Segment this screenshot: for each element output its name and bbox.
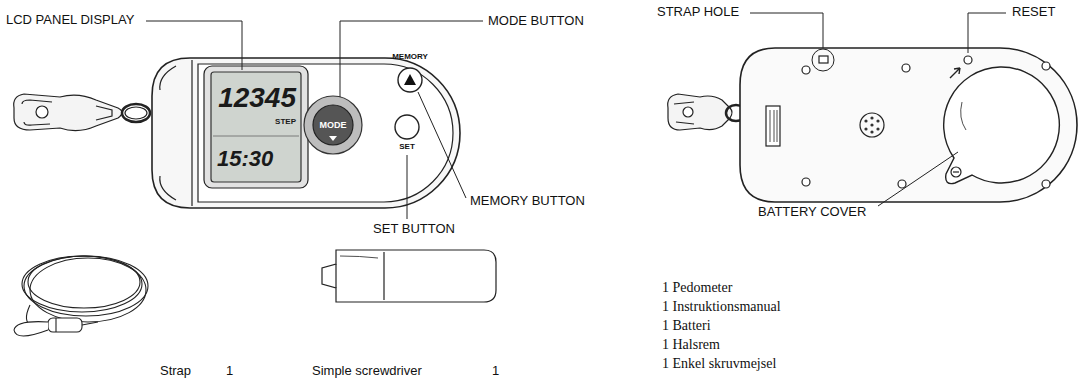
button-print: SET [399, 142, 415, 151]
accessory-name: Strap [160, 364, 191, 379]
front-housing [152, 58, 460, 208]
button-label: MODE [320, 121, 347, 130]
contents-item: 1 Instruktionsmanual [662, 299, 781, 315]
key-clip [668, 94, 746, 130]
step-count: 12345 [218, 84, 296, 112]
strap-hole [819, 56, 828, 63]
battery-cover [944, 67, 1060, 184]
part-name: MEMORY BUTTON [470, 194, 585, 209]
contents-item: 1 Halsrem [662, 337, 720, 353]
part-name: MODE BUTTON [488, 14, 584, 29]
part-name: SET BUTTON [373, 222, 455, 237]
set-button [395, 115, 419, 139]
quantity: 1 [492, 364, 499, 379]
strap [14, 256, 148, 336]
contents-item: 1 Pedometer [662, 280, 732, 296]
key-clip [14, 94, 150, 131]
lcd-window [211, 72, 301, 182]
mode-ring [304, 96, 362, 154]
lcd-display: 12345STEP 15:30 [211, 72, 301, 182]
unit-label: STEP [275, 118, 296, 126]
part-name: STRAP HOLE [657, 5, 739, 20]
mode-button [313, 105, 353, 145]
contents-item: 1 Enkel skruvmejsel [662, 356, 776, 372]
memory-button [398, 68, 422, 92]
part-name: LCD PANEL DISPLAY [6, 13, 134, 28]
clock-time: 15:30 [217, 148, 273, 170]
leader-lines [146, 21, 483, 219]
speaker-grille [860, 113, 884, 137]
back-housing [740, 48, 1077, 202]
mode-button-face: MODE [313, 105, 353, 145]
reset-hole [964, 56, 972, 64]
quantity: 1 [226, 364, 233, 379]
leader-lines [750, 13, 1006, 206]
button-print: MEMORY [392, 52, 428, 61]
lcd-bezel [204, 66, 308, 188]
part-name: RESET [1012, 5, 1055, 20]
screwdriver [322, 250, 496, 302]
accessory-name: Simple screwdriver [312, 364, 422, 379]
contents-item: 1 Batteri [662, 318, 711, 334]
part-name: BATTERY COVER [758, 205, 866, 220]
